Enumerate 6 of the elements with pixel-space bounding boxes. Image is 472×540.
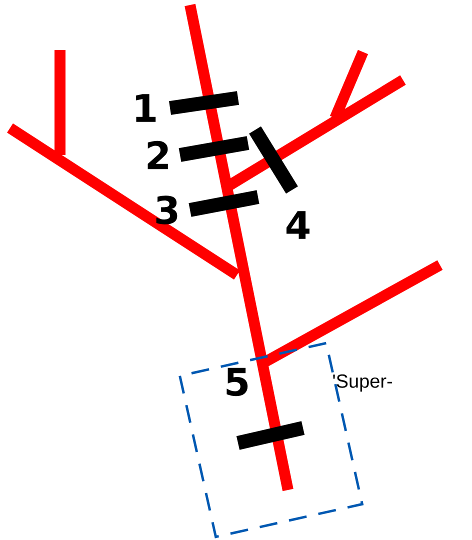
number-label: 3 <box>156 196 178 224</box>
number-label: 2 <box>148 140 168 170</box>
side-label: 'Super- <box>333 374 392 392</box>
number-label: 5 <box>226 368 248 396</box>
number-label: 1 <box>136 94 156 122</box>
number-label: 4 <box>286 211 310 239</box>
